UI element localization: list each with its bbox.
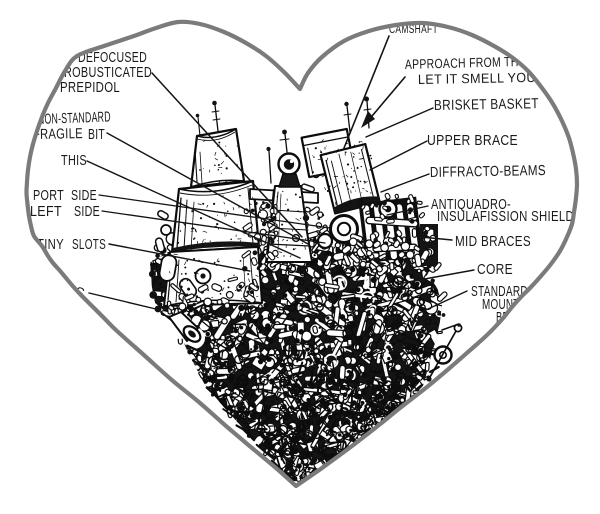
svg-text:STANDARD: STANDARD xyxy=(471,284,528,300)
svg-text:SLOTS: SLOTS xyxy=(72,237,106,253)
svg-text:INSULAFISSION SHIELD: INSULAFISSION SHIELD xyxy=(437,209,574,225)
svg-text:SIDE: SIDE xyxy=(71,188,97,204)
svg-text:NON-STANDARD: NON-STANDARD xyxy=(38,109,112,128)
svg-text:CORE: CORE xyxy=(477,262,513,278)
svg-text:LEFT: LEFT xyxy=(30,204,62,220)
svg-text:MID BRACES: MID BRACES xyxy=(455,234,531,250)
svg-text:DEFOCUSED: DEFOCUSED xyxy=(78,50,147,66)
svg-text:BRISKET BASKET: BRISKET BASKET xyxy=(434,96,539,114)
svg-text:APPROACH FROM THE: APPROACH FROM THE xyxy=(405,54,526,72)
svg-text:PREPIDOL: PREPIDOL xyxy=(60,80,120,96)
svg-text:CAMSHAFT: CAMSHAFT xyxy=(389,24,438,36)
svg-text:ANTIQUADRO-: ANTIQUADRO- xyxy=(431,197,511,213)
svg-text:LET IT SMELL YOU: LET IT SMELL YOU xyxy=(418,70,536,87)
svg-text:THIS: THIS xyxy=(61,153,87,169)
svg-text:PORT: PORT xyxy=(33,188,64,204)
svg-text:DIFFRACTO-BEAMS: DIFFRACTO-BEAMS xyxy=(430,163,546,181)
svg-text:FRAGILE: FRAGILE xyxy=(33,126,83,143)
svg-text:ROBUSTICATED: ROBUSTICATED xyxy=(64,65,152,81)
svg-text:SIDE: SIDE xyxy=(74,204,100,220)
svg-text:UPPER BRACE: UPPER BRACE xyxy=(427,133,518,149)
svg-text:BIT: BIT xyxy=(88,127,105,143)
